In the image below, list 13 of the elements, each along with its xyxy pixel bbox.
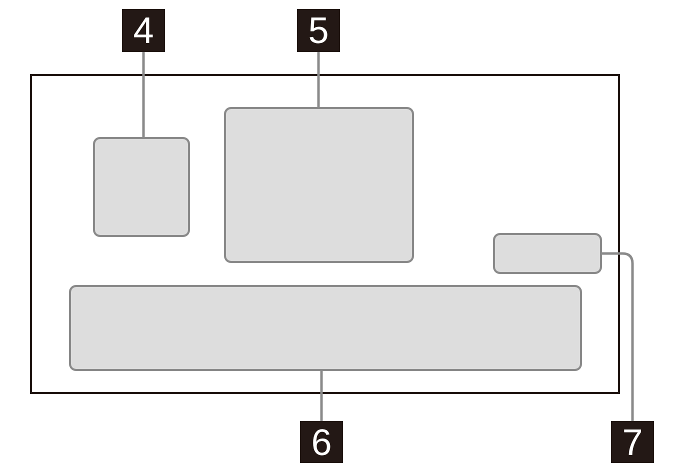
component-area bbox=[224, 107, 414, 263]
callout-number: 6 bbox=[300, 421, 343, 463]
component-area bbox=[493, 233, 602, 274]
callout-number: 4 bbox=[122, 9, 165, 52]
callout-number: 5 bbox=[297, 9, 340, 52]
panel-outline bbox=[30, 74, 620, 394]
component-area bbox=[69, 285, 582, 371]
leader-line bbox=[142, 52, 145, 137]
leader-line bbox=[602, 252, 634, 421]
leader-line bbox=[317, 52, 320, 107]
leader-line bbox=[320, 371, 323, 421]
component-area bbox=[93, 137, 190, 237]
callout-number: 7 bbox=[611, 421, 654, 463]
